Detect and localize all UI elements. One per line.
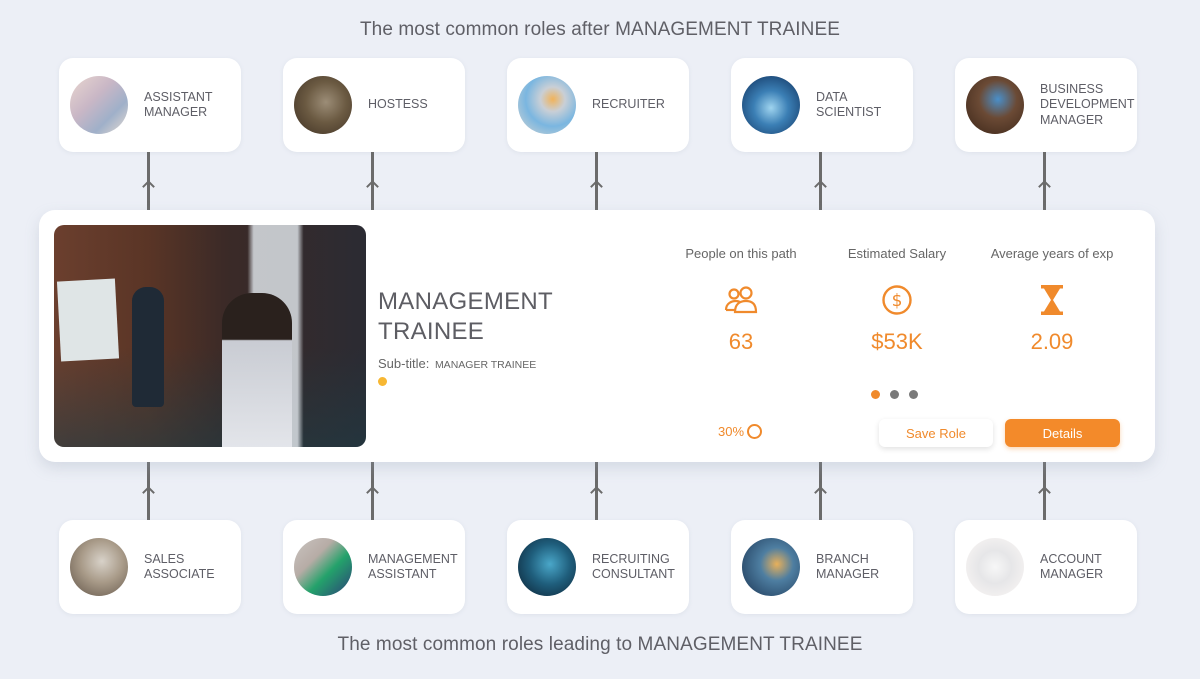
attendee-figure: [222, 293, 292, 447]
carousel-pager: [871, 390, 918, 399]
connector-line: [819, 462, 822, 520]
stat-value: $53K: [871, 329, 923, 354]
arrow-up-icon: [142, 180, 155, 193]
next-role-assistant-manager[interactable]: ASSISTANT MANAGER: [59, 58, 241, 152]
role-label: ASSISTANT MANAGER: [144, 89, 213, 120]
connector-line: [595, 152, 598, 210]
svg-text:$: $: [892, 291, 903, 311]
next-role-business-development-manager[interactable]: BUSINESS DEVELOPMENT MANAGER: [955, 58, 1137, 152]
role-avatar: [742, 76, 800, 134]
role-label: SALES ASSOCIATE: [144, 551, 215, 582]
role-label: RECRUITER: [592, 97, 665, 112]
stat-label: Estimated Salary: [847, 246, 947, 261]
people-icon: [724, 283, 758, 317]
arrow-up-icon: [814, 486, 827, 499]
progress-ring-icon: [747, 424, 763, 439]
next-roles-heading: The most common roles after MANAGEMENT T…: [359, 19, 841, 40]
role-avatar: [70, 538, 128, 596]
previous-role-recruiting-consultant[interactable]: RECRUITING CONSULTANT: [507, 520, 689, 614]
role-avatar: [518, 538, 576, 596]
arrow-up-icon: [142, 486, 155, 499]
role-subtitle: Sub-title: MANAGER TRAINEE: [378, 356, 536, 371]
progress-value: 30%: [718, 424, 745, 439]
role-avatar: [294, 76, 352, 134]
stat-label: Average years of exp: [990, 246, 1114, 261]
pager-dot-2[interactable]: [890, 390, 899, 399]
presenter-figure: [132, 287, 164, 407]
pager-dot-1[interactable]: [871, 390, 880, 399]
save-role-button[interactable]: Save Role: [879, 419, 993, 447]
stat-people: People on this path 63: [661, 246, 821, 355]
arrow-up-icon: [1038, 180, 1051, 193]
role-label: RECRUITING CONSULTANT: [592, 551, 675, 582]
role-label: BUSINESS DEVELOPMENT MANAGER: [1040, 81, 1135, 127]
stat-experience: Average years of exp 2.09: [972, 246, 1132, 355]
role-avatar: [742, 538, 800, 596]
previous-roles-heading: The most common roles leading to MANAGEM…: [337, 634, 863, 655]
subtitle-label: Sub-title:: [378, 356, 430, 371]
role-avatar: [966, 76, 1024, 134]
stat-value: 63: [728, 329, 754, 354]
arrow-up-icon: [590, 180, 603, 193]
role-label: DATA SCIENTIST: [816, 89, 882, 120]
role-label: BRANCH MANAGER: [816, 551, 880, 582]
previous-role-sales-associate[interactable]: SALES ASSOCIATE: [59, 520, 241, 614]
status-dot: [378, 377, 387, 386]
arrow-up-icon: [366, 486, 379, 499]
stat-label: People on this path: [685, 246, 797, 261]
subtitle-value: MANAGER TRAINEE: [434, 359, 537, 371]
hourglass-icon: [1035, 283, 1069, 317]
arrow-up-icon: [1038, 486, 1051, 499]
next-role-hostess[interactable]: HOSTESS: [283, 58, 465, 152]
connector-line: [819, 152, 822, 210]
connector-line: [595, 462, 598, 520]
stat-salary: Estimated Salary $ $53K: [817, 246, 977, 355]
previous-role-branch-manager[interactable]: BRANCH MANAGER: [731, 520, 913, 614]
role-avatar: [966, 538, 1024, 596]
progress-indicator[interactable]: 30%: [718, 424, 763, 439]
role-title: MANAGEMENT TRAINEE: [378, 288, 554, 345]
previous-role-management-assistant[interactable]: MANAGEMENT ASSISTANT: [283, 520, 465, 614]
connector-line: [1043, 462, 1046, 520]
arrow-up-icon: [366, 180, 379, 193]
role-avatar: [294, 538, 352, 596]
dollar-circle-icon: $: [880, 283, 914, 317]
connector-line: [371, 462, 374, 520]
role-avatar: [518, 76, 576, 134]
next-role-recruiter[interactable]: RECRUITER: [507, 58, 689, 152]
next-role-data-scientist[interactable]: DATA SCIENTIST: [731, 58, 913, 152]
role-avatar: [70, 76, 128, 134]
current-role-card: MANAGEMENT TRAINEE Sub-title: MANAGER TR…: [39, 210, 1155, 462]
arrow-up-icon: [590, 486, 603, 499]
previous-role-account-manager[interactable]: ACCOUNT MANAGER: [955, 520, 1137, 614]
pager-dot-3[interactable]: [909, 390, 918, 399]
connector-line: [1043, 152, 1046, 210]
details-button[interactable]: Details: [1005, 419, 1120, 447]
role-label: ACCOUNT MANAGER: [1040, 551, 1104, 582]
arrow-up-icon: [814, 180, 827, 193]
connector-line: [147, 462, 150, 520]
role-label: MANAGEMENT ASSISTANT: [368, 551, 458, 582]
connector-line: [371, 152, 374, 210]
stat-value: 2.09: [1030, 329, 1074, 354]
flipchart: [56, 278, 120, 362]
role-hero-image: [54, 225, 366, 447]
role-label: HOSTESS: [368, 97, 428, 112]
connector-line: [147, 152, 150, 210]
